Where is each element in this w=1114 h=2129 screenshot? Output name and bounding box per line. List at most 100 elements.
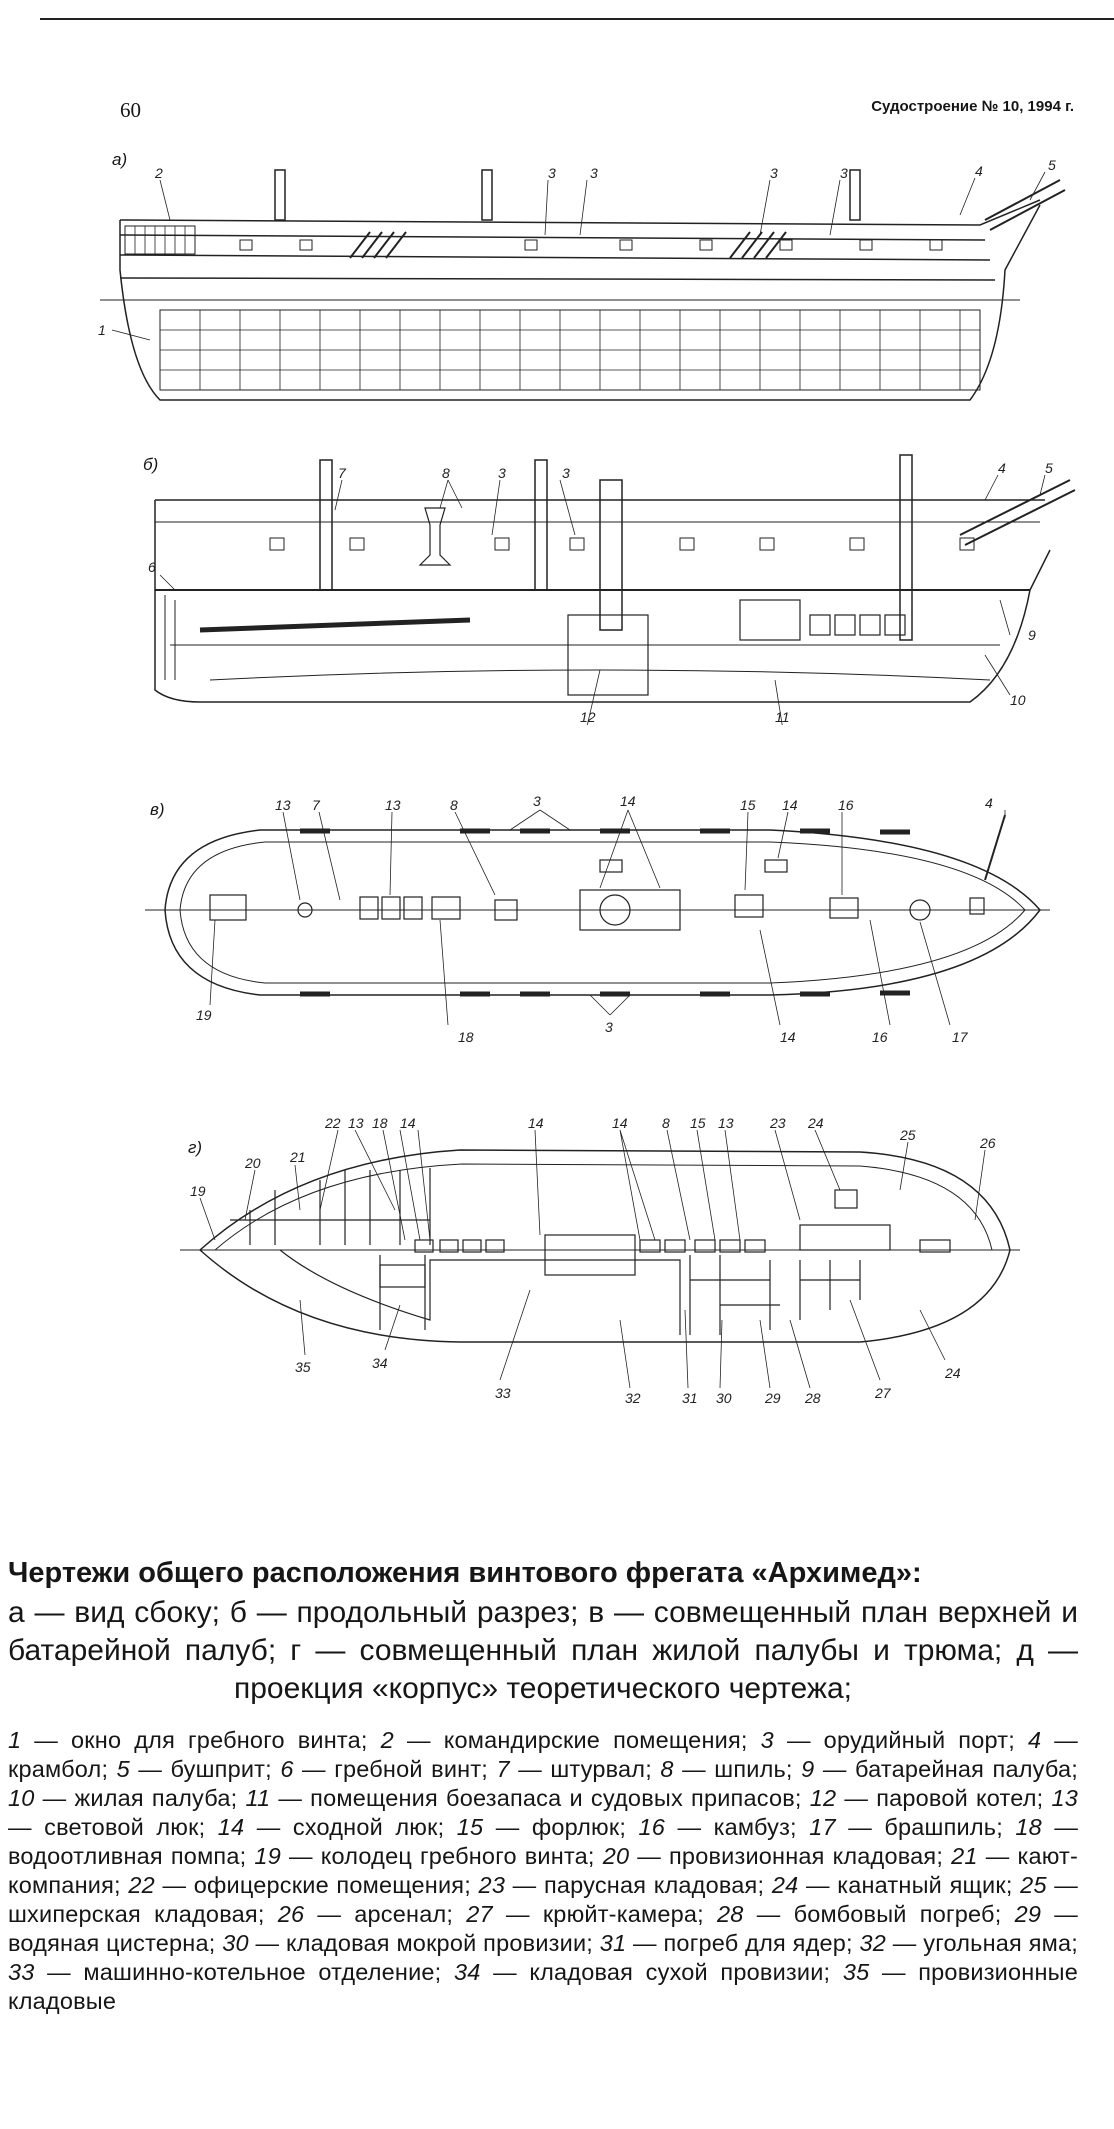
legend-item-text: — орудийный порт; bbox=[773, 1727, 1015, 1753]
legend-item-text: — водоотливная помпа; bbox=[8, 1814, 1079, 1869]
legend-item: 35 — провизионные кладовые bbox=[8, 1959, 1078, 2014]
svg-text:19: 19 bbox=[190, 1183, 206, 1199]
legend-item-number: 34 bbox=[453, 1959, 481, 1985]
page-number: 60 bbox=[120, 98, 141, 122]
svg-text:7: 7 bbox=[312, 797, 321, 813]
legend-item-number: 26 bbox=[277, 1901, 305, 1927]
svg-text:13: 13 bbox=[348, 1115, 364, 1131]
legend-item-number: 32 bbox=[859, 1930, 887, 1956]
legend-item-number: 4 bbox=[1027, 1727, 1042, 1753]
legend-item: 17 — брашпиль; bbox=[809, 1814, 1003, 1840]
svg-text:24: 24 bbox=[944, 1365, 961, 1381]
legend-item: 6 — гребной винт; bbox=[280, 1756, 488, 1782]
page-top-rule bbox=[40, 18, 1114, 20]
svg-text:16: 16 bbox=[838, 797, 854, 813]
svg-text:13: 13 bbox=[275, 797, 291, 813]
legend-item-number: 7 bbox=[496, 1756, 510, 1782]
figure-a-label: а) bbox=[112, 150, 128, 169]
legend-item: 16 — камбуз; bbox=[639, 1814, 797, 1840]
svg-text:1: 1 bbox=[98, 322, 106, 338]
legend-item-number: 18 bbox=[1015, 1814, 1042, 1840]
legend-item-number: 15 bbox=[456, 1814, 484, 1840]
legend-item: 15 — форлюк; bbox=[457, 1814, 626, 1840]
legend-item: 22 — офицерские помещения; bbox=[128, 1872, 471, 1898]
legend-item: 1 — окно для гребного винта; bbox=[8, 1727, 368, 1753]
legend-item: 34 — кладовая сухой провизии; bbox=[454, 1959, 830, 1985]
svg-text:6: 6 bbox=[148, 559, 156, 575]
svg-text:4: 4 bbox=[985, 795, 993, 811]
legend-item-number: 30 bbox=[222, 1930, 249, 1956]
legend-item: 21 — кают-компания; bbox=[8, 1843, 1078, 1898]
svg-text:3: 3 bbox=[605, 1019, 613, 1035]
legend-item-number: 20 bbox=[602, 1843, 630, 1869]
svg-text:35: 35 bbox=[295, 1359, 311, 1375]
svg-text:9: 9 bbox=[1028, 627, 1036, 643]
legend-item: 18 — водоотливная помпа; bbox=[8, 1814, 1078, 1869]
legend-item: 28 — бомбовый погреб; bbox=[717, 1901, 1001, 1927]
svg-text:14: 14 bbox=[620, 793, 636, 809]
figure-v-deck-plan: 13 7 13 8 3 14 15 14 16 4 19 18 3 14 16 … bbox=[0, 770, 1114, 1060]
legend-item-text: — паровой котел; bbox=[836, 1785, 1044, 1811]
legend-item: 32 — угольная яма; bbox=[860, 1930, 1078, 1956]
caption-subtitle: а — вид сбоку; б — продольный разрез; в … bbox=[8, 1596, 1078, 1705]
svg-text:4: 4 bbox=[975, 163, 983, 179]
legend-item: 24 — канатный ящик; bbox=[772, 1872, 1013, 1898]
svg-text:12: 12 bbox=[580, 709, 596, 725]
legend-item-text: — арсенал; bbox=[304, 1901, 454, 1927]
svg-text:18: 18 bbox=[458, 1029, 474, 1045]
legend-item-text: — кладовая мокрой провизии; bbox=[248, 1930, 594, 1956]
svg-text:14: 14 bbox=[612, 1115, 628, 1131]
legend-item-text: — брашпиль; bbox=[835, 1814, 1003, 1840]
svg-text:27: 27 bbox=[874, 1385, 892, 1401]
svg-text:23: 23 bbox=[769, 1115, 786, 1131]
legend-item-text: — провизионная кладовая; bbox=[629, 1843, 944, 1869]
svg-text:4: 4 bbox=[998, 460, 1006, 476]
svg-text:8: 8 bbox=[442, 465, 450, 481]
legend-item-number: 12 bbox=[809, 1785, 837, 1811]
legend-item: 29 — водяная цистерна; bbox=[8, 1901, 1078, 1956]
legend-item: 25 — шхиперская кладовая; bbox=[8, 1872, 1078, 1927]
legend-item-text: — шпиль; bbox=[673, 1756, 793, 1782]
legend-item: 7 — штурвал; bbox=[496, 1756, 651, 1782]
figure-g-label: г) bbox=[188, 1138, 203, 1157]
legend-item: 23 — парусная кладовая; bbox=[479, 1872, 765, 1898]
legend-item: 26 — арсенал; bbox=[278, 1901, 453, 1927]
legend-item-number: 25 bbox=[1020, 1872, 1047, 1898]
svg-text:14: 14 bbox=[780, 1029, 796, 1045]
svg-text:25: 25 bbox=[899, 1127, 916, 1143]
svg-text:5: 5 bbox=[1045, 460, 1053, 476]
legend-item-text: — камбуз; bbox=[665, 1814, 797, 1840]
legend-item-text: — сходной люк; bbox=[244, 1814, 445, 1840]
legend-item-text: — машинно-котельное отделение; bbox=[34, 1959, 442, 1985]
legend-item: 5 — бушприт; bbox=[117, 1756, 272, 1782]
svg-text:28: 28 bbox=[804, 1390, 821, 1406]
figure-caption: Чертежи общего расположения винтового фр… bbox=[8, 1556, 1078, 2016]
legend-item-number: 16 bbox=[638, 1814, 666, 1840]
svg-text:14: 14 bbox=[400, 1115, 416, 1131]
svg-text:22: 22 bbox=[324, 1115, 341, 1131]
figure-v-label: в) bbox=[150, 800, 165, 819]
legend-item-number: 23 bbox=[478, 1872, 506, 1898]
svg-text:3: 3 bbox=[590, 165, 598, 181]
legend-item-text: — жилая палуба; bbox=[34, 1785, 238, 1811]
legend-item-number: 6 bbox=[280, 1756, 294, 1782]
legend-item-text: — световой люк; bbox=[8, 1814, 206, 1840]
svg-text:10: 10 bbox=[1010, 692, 1026, 708]
legend-item: 3 — орудийный порт; bbox=[761, 1727, 1015, 1753]
legend-item: 9 — батарейная палуба; bbox=[801, 1756, 1078, 1782]
svg-text:17: 17 bbox=[952, 1029, 969, 1045]
legend-item: 11 — помещения боезапаса и судовых припа… bbox=[245, 1785, 801, 1811]
svg-text:24: 24 bbox=[807, 1115, 824, 1131]
legend-item-number: 27 bbox=[466, 1901, 493, 1927]
svg-text:15: 15 bbox=[690, 1115, 706, 1131]
legend-item-number: 10 bbox=[8, 1785, 35, 1811]
legend-item-number: 33 bbox=[8, 1959, 35, 1985]
svg-text:33: 33 bbox=[495, 1385, 511, 1401]
legend-item-text: — канатный ящик; bbox=[798, 1872, 1013, 1898]
legend-item: 13 — световой люк; bbox=[8, 1785, 1078, 1840]
legend-item-number: 29 bbox=[1014, 1901, 1042, 1927]
legend-item: 4 — крамбол; bbox=[8, 1727, 1078, 1782]
legend-item-number: 24 bbox=[771, 1872, 799, 1898]
legend-item-text: — кладовая сухой провизии; bbox=[480, 1959, 831, 1985]
legend-item-text: — крюйт-камера; bbox=[492, 1901, 704, 1927]
